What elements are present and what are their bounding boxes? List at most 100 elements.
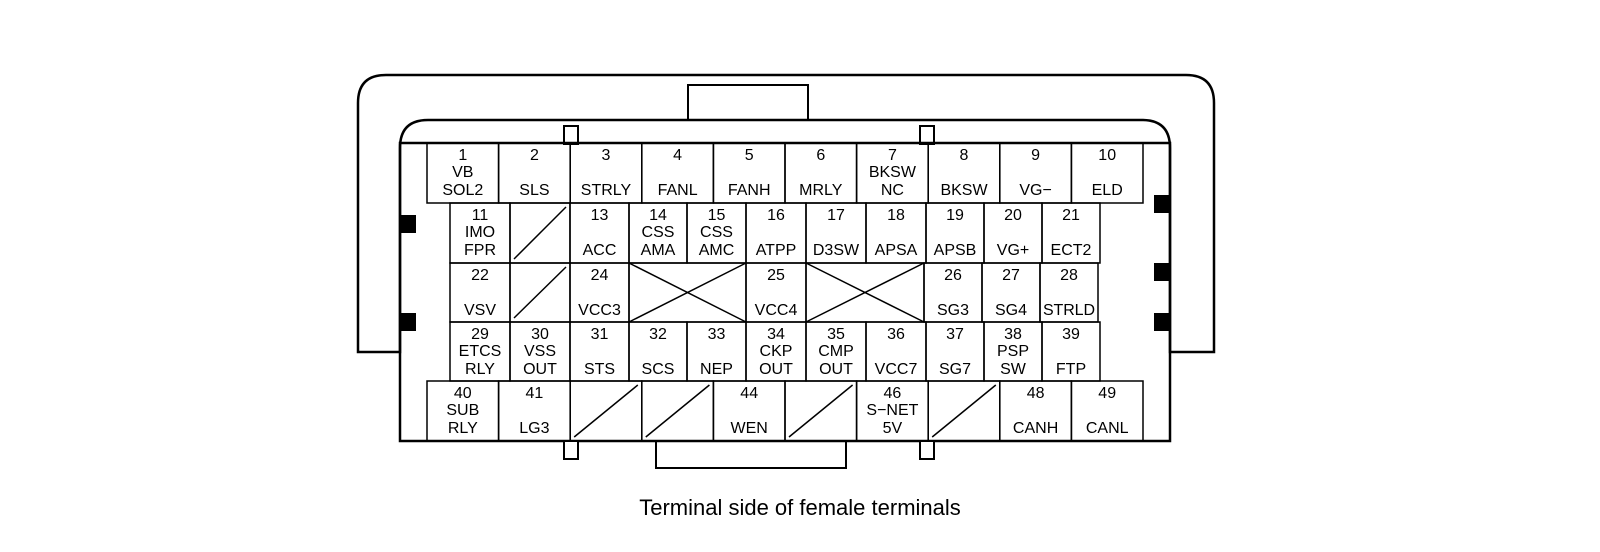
empty-cavity xyxy=(927,380,1001,442)
terminal-label: CMP xyxy=(818,343,854,360)
terminal-label: CKP xyxy=(760,343,793,360)
empty-slash xyxy=(788,384,854,438)
terminal-number: 7 xyxy=(888,147,897,164)
terminal-label: FANL xyxy=(658,182,698,199)
empty-cavity xyxy=(641,380,715,442)
terminal-label: D3SW xyxy=(813,242,860,259)
terminal-label: ELD xyxy=(1092,182,1123,199)
terminal-label: ACC xyxy=(583,242,617,259)
terminal-label: STRLY xyxy=(581,182,632,199)
terminal-label: ETCS xyxy=(459,343,502,360)
side-key-right-top xyxy=(1154,195,1170,213)
terminal-label: VG+ xyxy=(997,242,1029,259)
terminal-label: SG7 xyxy=(939,361,971,378)
terminal-label: OUT xyxy=(523,361,557,378)
diagram-caption: Terminal side of female terminals xyxy=(639,495,961,520)
terminal-label: VCC4 xyxy=(755,302,798,319)
terminal-label: STS xyxy=(584,361,615,378)
top-latch xyxy=(687,84,809,121)
terminal-label: AMC xyxy=(699,242,735,259)
terminal-number: 6 xyxy=(816,147,825,164)
empty-slash xyxy=(513,206,567,260)
terminal-label: OUT xyxy=(819,361,853,378)
terminal-label: RLY xyxy=(448,420,478,437)
terminal-label: AMA xyxy=(641,242,676,259)
terminal-label: NEP xyxy=(700,361,733,378)
bottom-tab-right xyxy=(919,440,935,460)
side-key-left-upper xyxy=(400,215,416,233)
terminal-label: WEN xyxy=(731,420,768,437)
terminal-number: 31 xyxy=(591,326,609,343)
terminal-label: SCS xyxy=(642,361,675,378)
terminal-label: SG4 xyxy=(995,302,1027,319)
terminal-number: 44 xyxy=(740,385,758,402)
terminal-number: 3 xyxy=(602,147,611,164)
bottom-latch xyxy=(655,441,847,469)
terminal-label: SOL2 xyxy=(442,182,483,199)
terminal-label: ECT2 xyxy=(1051,242,1092,259)
terminal-number: 36 xyxy=(887,326,905,343)
terminal-number: 40 xyxy=(454,385,472,402)
cell-border xyxy=(1070,380,1144,442)
terminal-label: BKSW xyxy=(869,164,917,181)
terminal-label: LG3 xyxy=(519,420,549,437)
empty-slash xyxy=(931,384,997,438)
terminal-number: 26 xyxy=(944,267,962,284)
terminal-label: FANH xyxy=(728,182,771,199)
terminal-label: FPR xyxy=(464,242,496,259)
empty-cavity xyxy=(784,380,858,442)
terminal-label: VSS xyxy=(524,343,556,360)
terminal-cells: 1VBSOL22SLS3STRLY4FANL5FANH6MRLY7BKSWNC8… xyxy=(426,142,1144,442)
terminal-number: 39 xyxy=(1062,326,1080,343)
terminal-label: MRLY xyxy=(799,182,843,199)
cell-border xyxy=(1070,142,1144,204)
empty-cavity xyxy=(628,262,747,323)
terminal-number: 19 xyxy=(946,207,964,224)
terminal-number: 32 xyxy=(649,326,667,343)
side-key-right-bottom xyxy=(1154,313,1170,331)
terminal-label: SLS xyxy=(519,182,549,199)
terminal-label: PSP xyxy=(997,343,1029,360)
terminal-label: APSA xyxy=(875,242,918,259)
empty-slash xyxy=(573,384,639,438)
terminal-label: SUB xyxy=(446,402,479,419)
terminal-number: 13 xyxy=(591,207,609,224)
terminal-label: SW xyxy=(1000,361,1027,378)
terminal-number: 34 xyxy=(767,326,785,343)
terminal-number: 35 xyxy=(827,326,845,343)
terminal-number: 46 xyxy=(884,385,902,402)
terminal-label: SG3 xyxy=(937,302,969,319)
terminal-number: 20 xyxy=(1004,207,1022,224)
terminal-label: CSS xyxy=(700,224,733,241)
empty-cavity xyxy=(569,380,643,442)
terminal-number: 16 xyxy=(767,207,785,224)
terminal-number: 17 xyxy=(827,207,845,224)
top-tab-right xyxy=(919,125,935,145)
terminal-label: VCC7 xyxy=(875,361,918,378)
terminal-label: FTP xyxy=(1056,361,1086,378)
terminal-label: VCC3 xyxy=(578,302,621,319)
terminal-9: 9VG− xyxy=(999,142,1073,204)
terminal-number: 8 xyxy=(960,147,969,164)
